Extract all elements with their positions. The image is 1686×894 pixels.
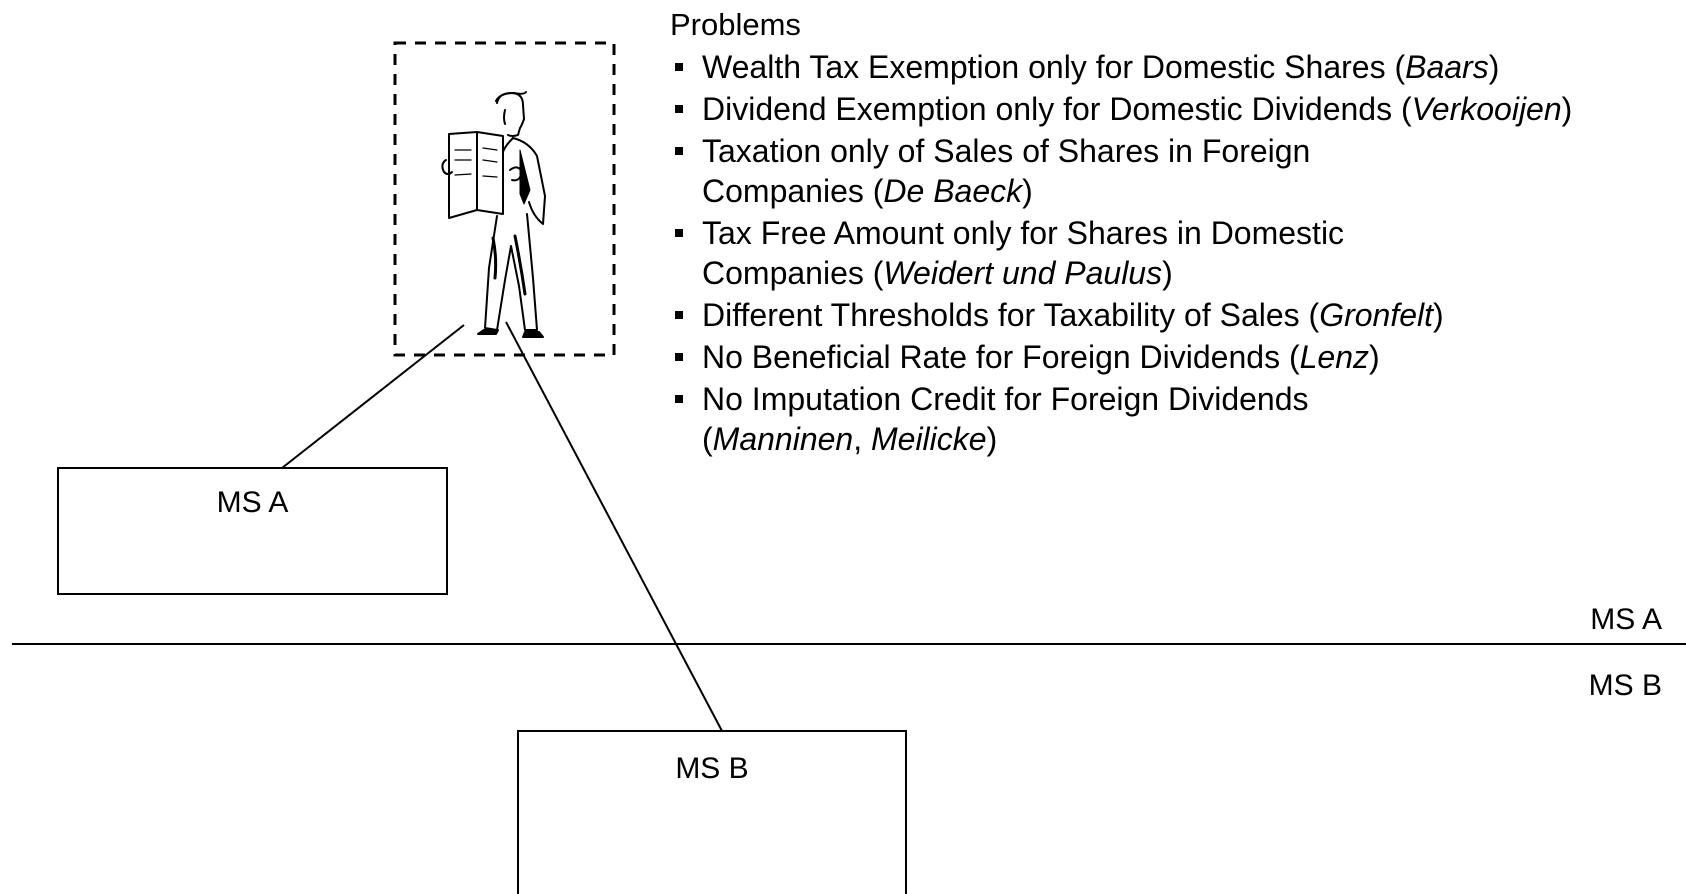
problem-item: Different Thresholds for Taxability of S… xyxy=(670,295,1680,335)
problem-text: Taxation only of Sales of Shares in Fore… xyxy=(702,133,1311,209)
case-name: Manninen xyxy=(712,421,854,457)
ms-b-box xyxy=(517,730,907,894)
bullet-icon xyxy=(675,311,683,319)
case-name: Weidert und Paulus xyxy=(883,255,1163,291)
problem-text: Different Thresholds for Taxability of S… xyxy=(702,297,1444,333)
case-name: Meilicke xyxy=(870,421,987,457)
problem-item: No Imputation Credit for Foreign Dividen… xyxy=(670,379,1432,459)
bullet-icon xyxy=(675,395,683,403)
problem-item: Dividend Exemption only for Domestic Div… xyxy=(670,89,1680,129)
problem-text: No Beneficial Rate for Foreign Dividends… xyxy=(702,339,1380,375)
problem-text: Dividend Exemption only for Domestic Div… xyxy=(702,91,1573,127)
bullet-icon xyxy=(675,353,683,361)
bullet-icon xyxy=(675,147,683,155)
border-label-upper: MS A xyxy=(1590,603,1662,636)
problem-text: Wealth Tax Exemption only for Domestic S… xyxy=(702,49,1500,85)
investor-box xyxy=(393,41,616,357)
problems-title: Problems xyxy=(670,7,801,42)
border-label-lower: MS B xyxy=(1588,669,1662,702)
ms-a-box-label: MS A xyxy=(216,486,289,519)
connector-to-ms-a xyxy=(281,324,465,469)
man-reading-newspaper-icon xyxy=(441,91,546,338)
problems-panel: Problems Wealth Tax Exemption only for D… xyxy=(670,5,1680,461)
ms-b-box-label: MS B xyxy=(675,752,749,785)
case-name: Lenz xyxy=(1299,339,1369,375)
problem-item: Taxation only of Sales of Shares in Fore… xyxy=(670,131,1422,211)
problem-item: No Beneficial Rate for Foreign Dividends… xyxy=(670,337,1680,377)
case-name: Verkooijen xyxy=(1411,91,1562,127)
problem-list: Wealth Tax Exemption only for Domestic S… xyxy=(670,47,1680,459)
problem-text: Tax Free Amount only for Shares in Domes… xyxy=(702,215,1345,291)
problem-item: Tax Free Amount only for Shares in Domes… xyxy=(670,213,1462,293)
problem-text: No Imputation Credit for Foreign Dividen… xyxy=(702,381,1309,457)
bullet-icon xyxy=(675,63,683,71)
ms-a-box xyxy=(57,467,448,595)
case-name: Baars xyxy=(1405,49,1489,85)
bullet-icon xyxy=(675,229,683,237)
problem-item: Wealth Tax Exemption only for Domestic S… xyxy=(670,47,1680,87)
connector-to-ms-b xyxy=(505,321,723,732)
case-name: Gronfelt xyxy=(1319,297,1434,333)
bullet-icon xyxy=(675,105,683,113)
case-name: De Baeck xyxy=(883,173,1023,209)
